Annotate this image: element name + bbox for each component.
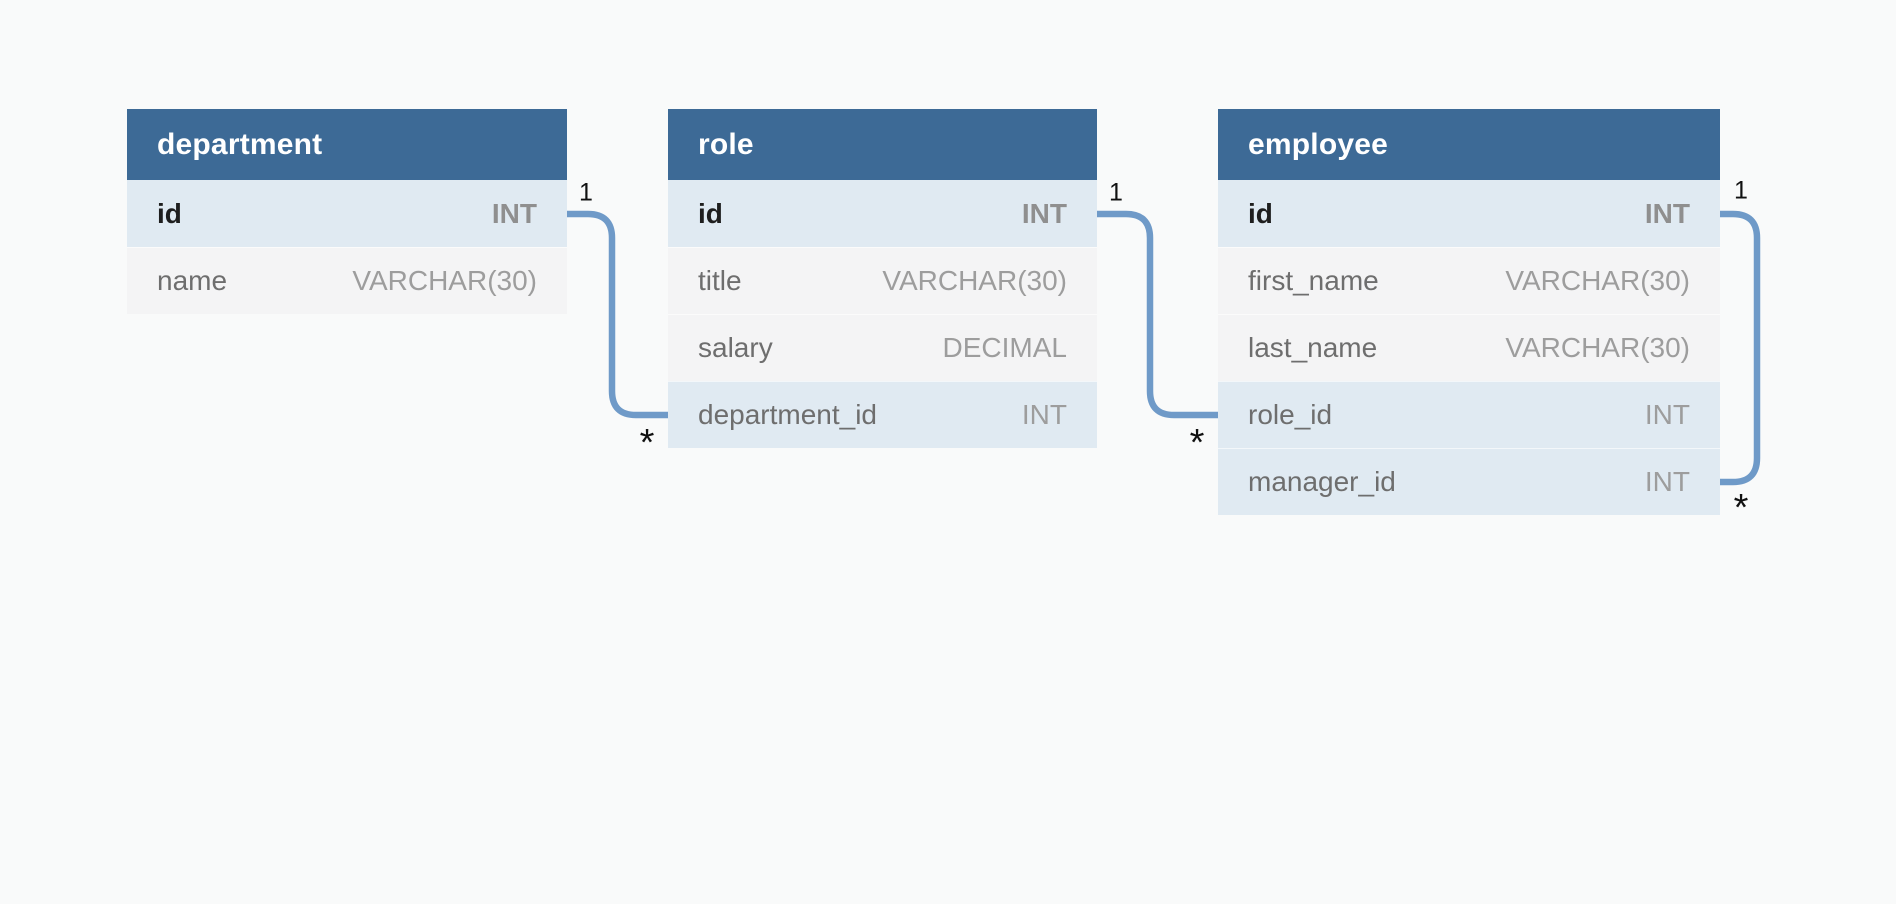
- cardinality-many-department-role: *: [639, 422, 655, 464]
- field-row-employee-first-name[interactable]: first_name VARCHAR(30): [1218, 247, 1720, 314]
- table-header-department[interactable]: department: [127, 109, 567, 180]
- field-type: VARCHAR(30): [882, 264, 1067, 296]
- table-header-employee[interactable]: employee: [1218, 109, 1720, 180]
- field-row-role-salary[interactable]: salary DECIMAL: [668, 314, 1097, 381]
- cardinality-many-employee-self: *: [1733, 487, 1749, 529]
- field-row-department-id[interactable]: id INT: [127, 180, 567, 247]
- field-row-employee-last-name[interactable]: last_name VARCHAR(30): [1218, 314, 1720, 381]
- field-name: role_id: [1248, 398, 1333, 430]
- relationship-line-department-role[interactable]: [567, 210, 668, 419]
- field-row-role-id[interactable]: id INT: [668, 180, 1097, 247]
- table-title: role: [698, 127, 754, 161]
- entity-table-employee[interactable]: employee id INT first_name VARCHAR(30) l…: [1218, 109, 1720, 515]
- table-header-role[interactable]: role: [668, 109, 1097, 180]
- field-name: id: [157, 197, 182, 229]
- field-type: INT: [1021, 398, 1067, 430]
- field-name: last_name: [1248, 331, 1378, 363]
- field-name: first_name: [1248, 264, 1379, 296]
- field-row-department-name[interactable]: name VARCHAR(30): [127, 247, 567, 314]
- field-row-employee-manager-id[interactable]: manager_id INT: [1218, 448, 1720, 515]
- field-type: VARCHAR(30): [1505, 331, 1690, 363]
- field-type: INT: [1644, 197, 1690, 229]
- field-type: VARCHAR(30): [352, 264, 537, 296]
- field-row-role-title[interactable]: title VARCHAR(30): [668, 247, 1097, 314]
- entity-table-department[interactable]: department id INT name VARCHAR(30): [127, 109, 567, 314]
- field-type: DECIMAL: [942, 331, 1067, 363]
- relationship-line-employee-self[interactable]: [1720, 210, 1761, 486]
- table-title: employee: [1248, 127, 1388, 161]
- cardinality-many-role-employee: *: [1189, 422, 1205, 464]
- table-title: department: [157, 127, 323, 161]
- field-type: INT: [1644, 398, 1690, 430]
- cardinality-one-department-role: 1: [579, 178, 593, 207]
- field-name: title: [698, 264, 742, 296]
- field-type: INT: [491, 197, 537, 229]
- field-name: salary: [698, 331, 773, 363]
- field-name: id: [1248, 197, 1273, 229]
- field-type: INT: [1644, 465, 1690, 497]
- field-name: name: [157, 264, 228, 296]
- field-type: VARCHAR(30): [1505, 264, 1690, 296]
- field-row-employee-role-id[interactable]: role_id INT: [1218, 381, 1720, 448]
- field-type: INT: [1021, 197, 1067, 229]
- field-name: department_id: [698, 398, 878, 430]
- field-row-employee-id[interactable]: id INT: [1218, 180, 1720, 247]
- field-row-role-department-id[interactable]: department_id INT: [668, 381, 1097, 448]
- field-name: manager_id: [1248, 465, 1396, 497]
- field-name: id: [698, 197, 723, 229]
- cardinality-one-employee-self: 1: [1734, 176, 1748, 205]
- entity-table-role[interactable]: role id INT title VARCHAR(30) salary DEC…: [668, 109, 1097, 448]
- cardinality-one-role-employee: 1: [1109, 178, 1123, 207]
- relationship-line-role-employee[interactable]: [1097, 210, 1218, 419]
